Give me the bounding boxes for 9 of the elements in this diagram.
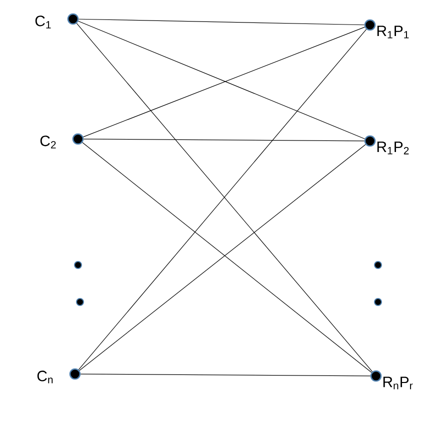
node-label: C$_{1}$ [35, 16, 51, 28]
node-label: R$_{n}$P$_{r}$ [383, 376, 413, 390]
node-label: R$_{1}$P$_{2}$ [377, 142, 409, 154]
connecting-line [80, 374, 371, 376]
node-label: C$_{2}$ [40, 136, 56, 148]
connecting-line [83, 138, 365, 142]
node-label: R$_{1}$P$_{1}$ [377, 26, 409, 38]
node-label: C$_{n}$ [37, 370, 53, 384]
connecting-line [78, 18, 365, 26]
